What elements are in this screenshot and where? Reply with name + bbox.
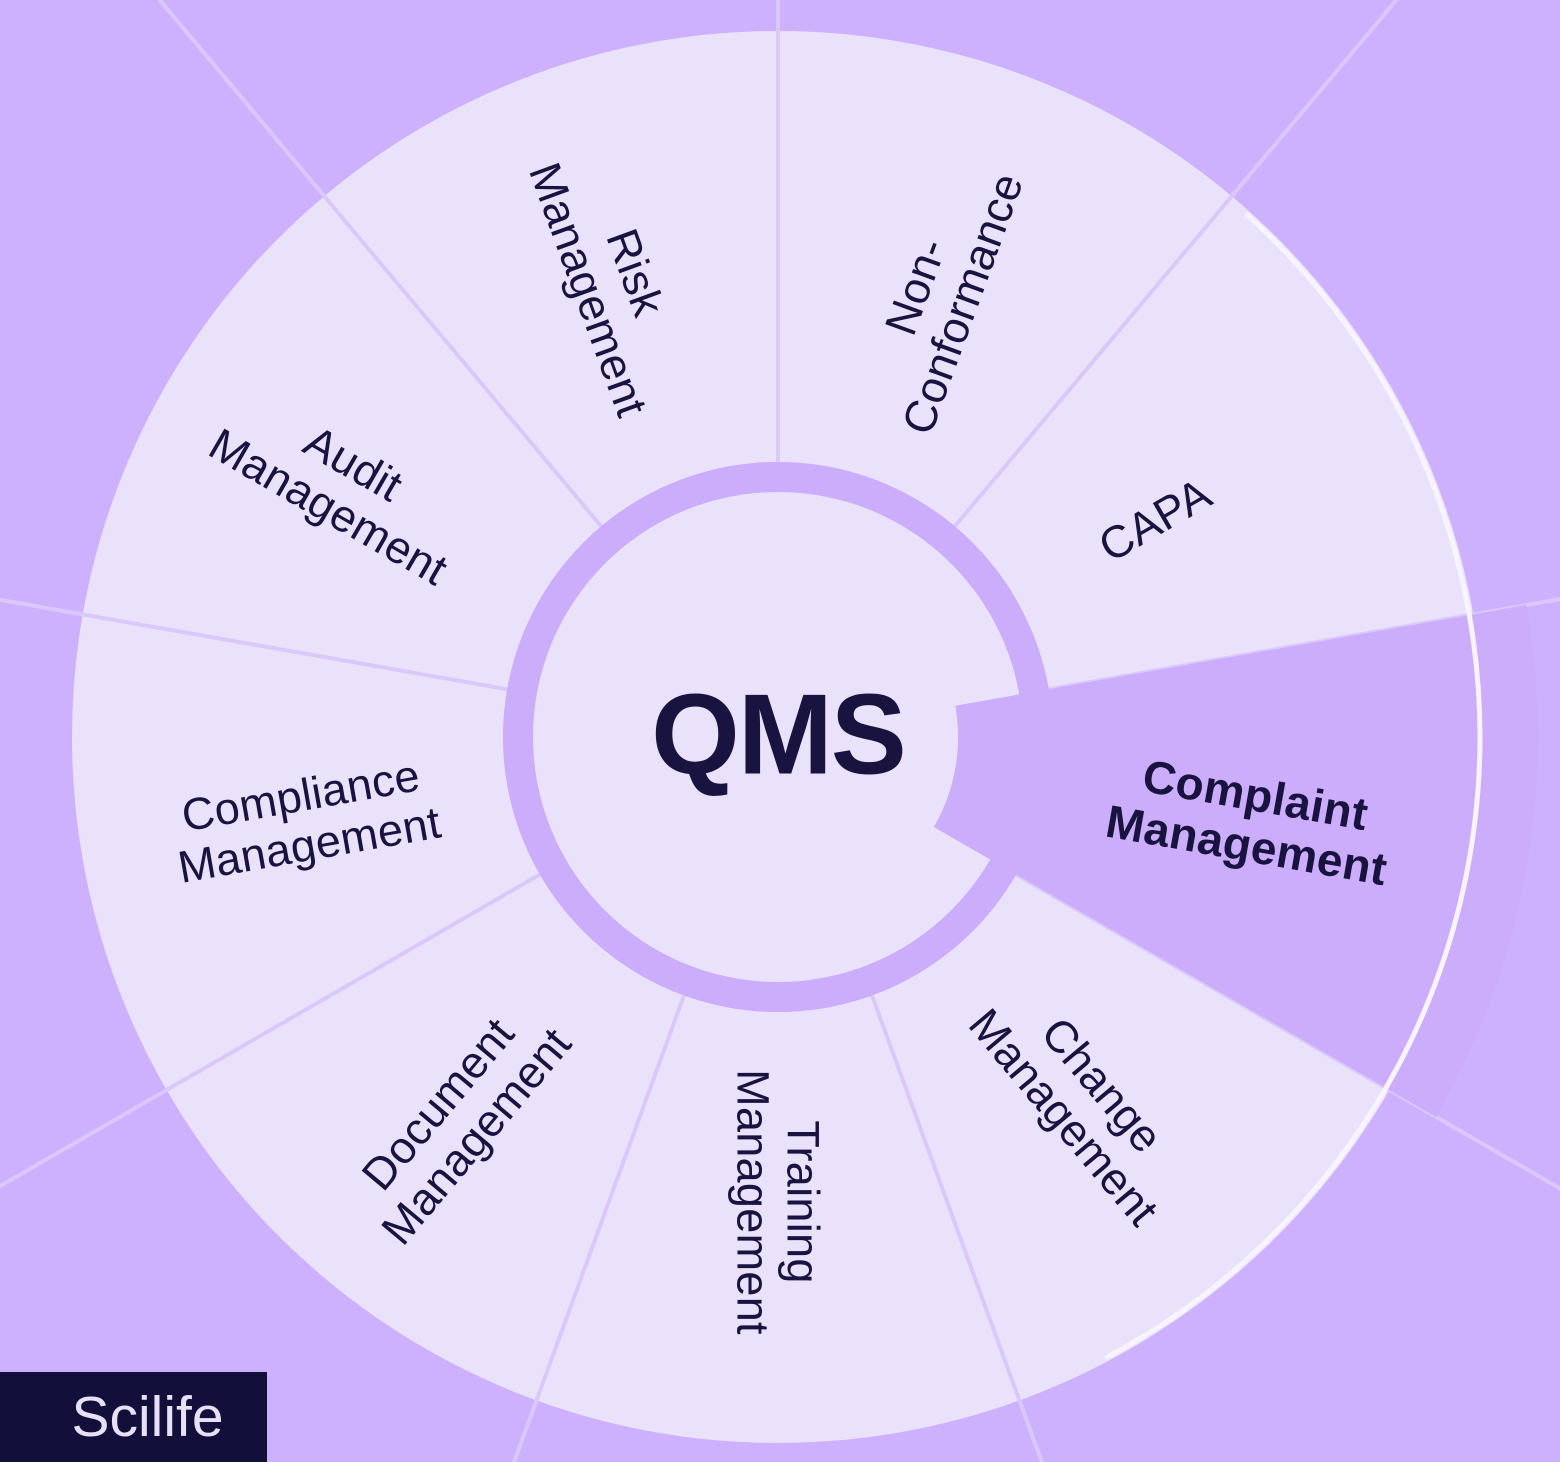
scilife-logo: Scilife [0, 1372, 267, 1462]
segment-sector-change-management [872, 874, 1390, 1401]
segment-divider-line [951, 0, 1399, 530]
center-circle [533, 492, 1023, 982]
segment-label-non-conformance: Non- Conformance [874, 166, 1033, 441]
segment-sector-non-conformance [778, 31, 1232, 527]
segment-label-document-management: Document Management [351, 1008, 581, 1254]
center-label: QMS [651, 671, 907, 799]
segment-label-audit-management: Audit Management [200, 414, 457, 595]
segment-sector-document-management [166, 874, 684, 1401]
segment-divider-line [0, 871, 544, 1189]
segment-label-compliance-management: Compliance Management [174, 749, 445, 893]
segment-label-complaint-management: Complaint Management [1101, 749, 1391, 896]
segment-divider-line [512, 991, 687, 1462]
segment-divider-line [157, 0, 605, 530]
scilife-logo-text: Scilife [71, 1385, 224, 1449]
segment-sector-training-management [536, 995, 1020, 1443]
outer-circle-arc [1105, 212, 1483, 1360]
segment-divider-line [0, 597, 511, 692]
segment-label-change-management: Change Management [959, 998, 1174, 1235]
segment-label-risk-management: Risk Management [519, 156, 675, 424]
segment-label-training-management: Training Management [728, 1069, 829, 1335]
segment-sector-risk-management [324, 31, 778, 527]
segment-sector-audit-management [82, 196, 602, 690]
segment-sector-complaint-management-highlighted [933, 605, 1539, 1117]
segment-divider-line [869, 991, 1044, 1462]
segment-label-capa: CAPA [1089, 467, 1220, 572]
segment-sector-compliance-management [71, 614, 540, 1090]
